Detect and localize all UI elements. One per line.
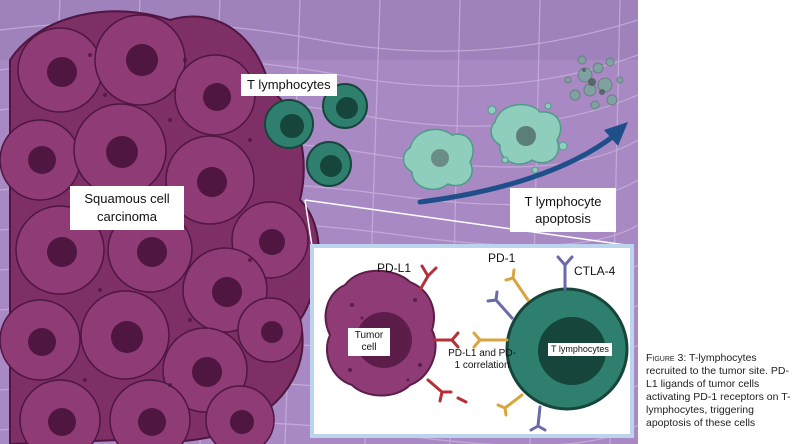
caption-text: T-lymphocytes recruited to the tumor sit… bbox=[646, 352, 791, 429]
t-lymphocyte-cells bbox=[264, 83, 368, 187]
t-lymphocytes-label: T lymphocytes bbox=[241, 74, 337, 96]
pdl1-label: PD-L1 bbox=[377, 261, 412, 275]
caption-label: Figure 3: bbox=[646, 352, 687, 364]
figure: T lymphocytes Squamous cell carcinoma T … bbox=[0, 0, 638, 444]
t-lymphocytes-inset-label: T lymphocytes bbox=[548, 343, 612, 356]
ctla4-receptors bbox=[486, 255, 574, 432]
apoptosis-arrow bbox=[417, 122, 628, 205]
tumor-cell-label: Tumor cell bbox=[348, 328, 390, 356]
squamous-cell-carcinoma-label: Squamous cell carcinoma bbox=[70, 186, 184, 230]
ctla4-label: CTLA-4 bbox=[574, 264, 616, 278]
t-lymphocyte-apoptosis-label: T lymphocyte apoptosis bbox=[510, 188, 616, 232]
figure-caption: Figure 3: T-lymphocytes recruited to the… bbox=[646, 352, 792, 430]
apoptotic-cells bbox=[402, 55, 624, 191]
pd1-label: PD-1 bbox=[488, 251, 516, 265]
pd1-receptors bbox=[472, 268, 530, 417]
pdl1-receptors bbox=[418, 264, 468, 404]
inset-callout-lines bbox=[304, 199, 634, 247]
correlation-label: PD-L1 and PD-1 correlation bbox=[448, 348, 516, 371]
